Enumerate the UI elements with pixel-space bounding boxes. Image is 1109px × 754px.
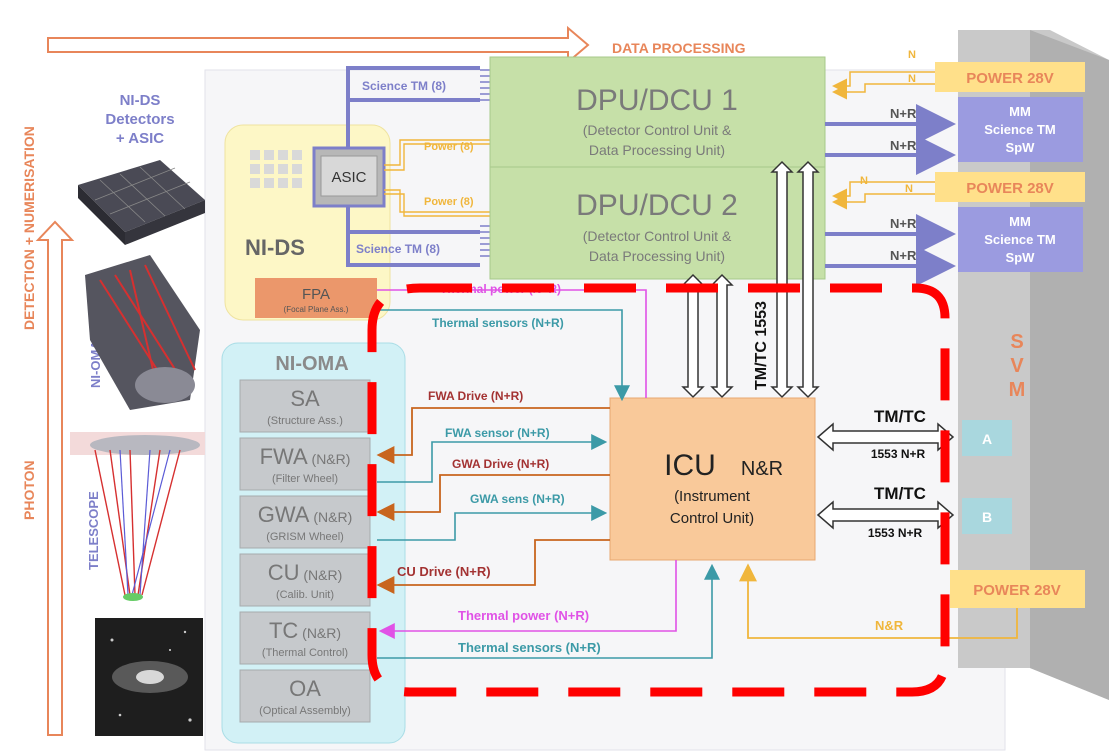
n-label-2: N xyxy=(908,73,916,85)
oma-block-sub: (Calib. Unit) xyxy=(276,589,334,601)
ni-ds-side-label-2: Detectors xyxy=(105,111,174,128)
fpa-label: FPA xyxy=(302,286,330,303)
science-tm-label-2: Science TM (8) xyxy=(356,242,440,256)
power-28v-label-1: POWER 28V xyxy=(966,70,1054,87)
icu-line1: (Instrument xyxy=(674,488,751,505)
detection-arrow xyxy=(38,222,72,735)
oma-block-tc: TC (N&R)(Thermal Control) xyxy=(240,612,370,664)
power-label-1: Power (8) xyxy=(424,141,474,153)
oma-block-sub: (GRISM Wheel) xyxy=(266,531,344,543)
n-label-4: N xyxy=(905,183,913,195)
oma-block-sub: (Filter Wheel) xyxy=(272,473,338,485)
power-28v-label-3: POWER 28V xyxy=(973,582,1061,599)
nr-power-label: N&R xyxy=(875,618,904,633)
oma-block-sub: (Thermal Control) xyxy=(262,647,348,659)
port-a-label: A xyxy=(982,431,992,447)
dpu-dcu-1-line1: (Detector Control Unit & xyxy=(583,122,732,138)
cu-drive-label: CU Drive (N+R) xyxy=(397,564,491,579)
galaxy-image xyxy=(95,618,203,736)
nr-label-4: N+R xyxy=(890,248,917,263)
tmtc-1553-label: TM/TC 1553 xyxy=(753,301,770,390)
nr-label-1: N+R xyxy=(890,106,917,121)
port-b-label: B xyxy=(982,509,992,525)
n-label-1: N xyxy=(908,49,916,61)
telescope-side-label: TELESCOPE xyxy=(86,491,101,570)
mm1-line3: SpW xyxy=(1006,140,1036,155)
ni-ds-side-label-1: NI-DS xyxy=(120,92,161,109)
mm1-line1: MM xyxy=(1009,104,1031,119)
oma-block-sub: (Structure Ass.) xyxy=(267,415,343,427)
dpu-dcu-2-line2: Data Processing Unit) xyxy=(589,248,725,264)
oma-block-name: SA xyxy=(290,386,320,411)
power-28v-label-2: POWER 28V xyxy=(966,180,1054,197)
nr-label-3: N+R xyxy=(890,216,917,231)
photon-label: PHOTON xyxy=(21,460,37,520)
detection-label: DETECTION + NUMERISATION xyxy=(21,126,37,330)
oma-block-oa: OA (Optical Assembly) xyxy=(240,670,370,722)
oma-block-cu: CU (N&R)(Calib. Unit) xyxy=(240,554,370,606)
ni-oma-title: NI-OMA xyxy=(275,353,348,375)
gwa-sens-label: GWA sens (N+R) xyxy=(470,492,565,506)
tmtc-b-sub-label: 1553 N+R xyxy=(868,526,923,540)
mm1-line2: Science TM xyxy=(984,122,1056,137)
fwa-drive-label: FWA Drive (N+R) xyxy=(428,389,523,403)
dpu-dcu-1-title: DPU/DCU 1 xyxy=(576,84,738,117)
mm2-line1: MM xyxy=(1009,214,1031,229)
svm-letter-v: V xyxy=(1010,355,1024,377)
fpa-sub-label: (Focal Plane Ass.) xyxy=(284,305,349,314)
thermal-power-label: Thermal power (N+R) xyxy=(458,608,589,623)
oma-block-fwa: FWA (N&R)(Filter Wheel) xyxy=(240,438,370,490)
dpu-dcu-2-line1: (Detector Control Unit & xyxy=(583,228,732,244)
dpu-dcu-2-title: DPU/DCU 2 xyxy=(576,189,738,222)
mm2-line2: Science TM xyxy=(984,232,1056,247)
data-processing-label: DATA PROCESSING xyxy=(612,40,746,56)
science-tm-label-1: Science TM (8) xyxy=(362,79,446,93)
ni-ds-side-label-3: + ASIC xyxy=(116,130,164,147)
mm2-line3: SpW xyxy=(1006,250,1036,265)
oma-block-sa: SA (Structure Ass.) xyxy=(240,380,370,432)
icu-title: ICU xyxy=(664,449,716,482)
icu-line2: Control Unit) xyxy=(670,510,754,527)
tmtc-a-label: TM/TC xyxy=(874,407,926,426)
asic-label: ASIC xyxy=(331,169,366,186)
dpu-dcu-1-line2: Data Processing Unit) xyxy=(589,142,725,158)
oma-block-name: OA xyxy=(289,676,321,701)
icu-title-suffix: N&R xyxy=(741,458,783,480)
ni-ds-title: NI-DS xyxy=(245,235,305,260)
gwa-drive-label: GWA Drive (N+R) xyxy=(452,457,549,471)
nr-label-2: N+R xyxy=(890,138,917,153)
thermal-sensors-label: Thermal sensors (N+R) xyxy=(458,640,601,655)
oma-block-sub: (Optical Assembly) xyxy=(259,705,351,717)
oma-block-gwa: GWA (N&R)(GRISM Wheel) xyxy=(240,496,370,548)
n-label-3: N xyxy=(860,175,868,187)
svm-letter-m: M xyxy=(1009,379,1026,401)
svm-letter-s: S xyxy=(1010,331,1023,353)
tmtc-a-sub-label: 1553 N+R xyxy=(871,447,926,461)
tmtc-b-label: TM/TC xyxy=(874,484,926,503)
detector-image xyxy=(78,160,205,245)
power-label-2: Power (8) xyxy=(424,196,474,208)
thermal-sensors-top-label: Thermal sensors (N+R) xyxy=(432,316,564,330)
fwa-sensor-label: FWA sensor (N+R) xyxy=(445,426,550,440)
